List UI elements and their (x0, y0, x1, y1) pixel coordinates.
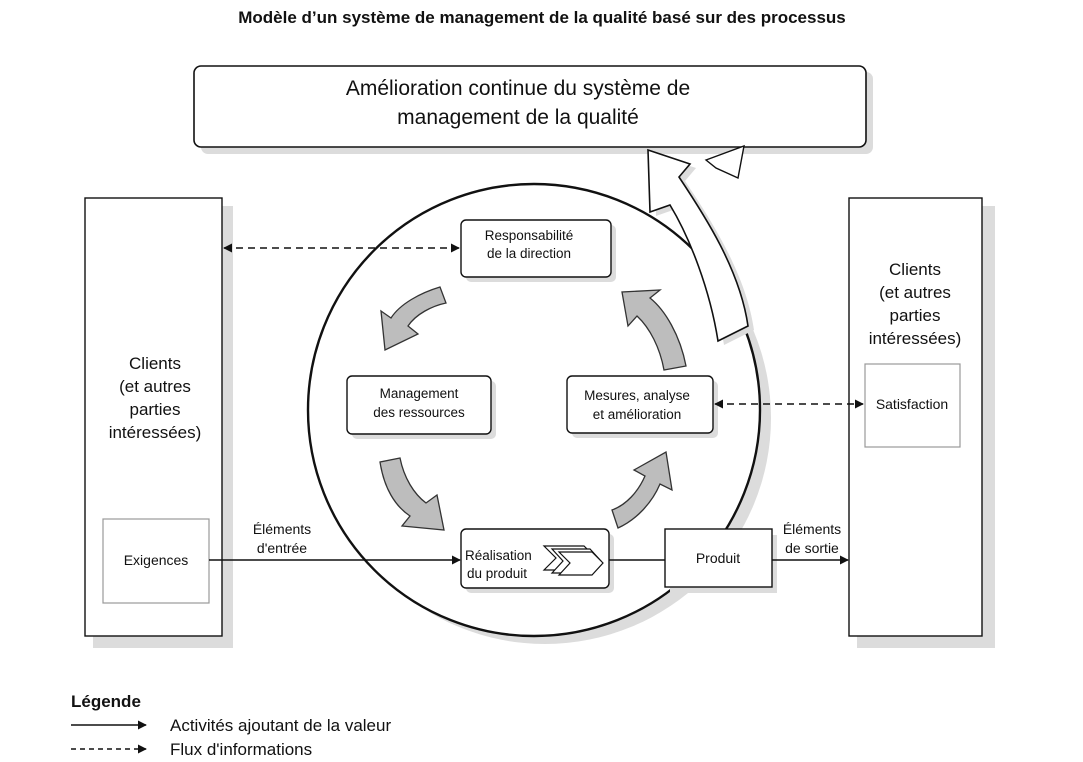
legend-title: Légende (71, 692, 141, 711)
legend: Légende Activités ajoutant de la valeur … (71, 692, 391, 759)
product-box: Produit (664, 528, 777, 593)
improvement-line2: management de la qualité (397, 106, 639, 129)
process-realization: Réalisation du produit (460, 528, 614, 593)
resources-line1: Management (380, 386, 459, 401)
resources-line2: des ressources (373, 405, 465, 420)
product-label: Produit (696, 550, 740, 566)
responsibility-line1: Responsabilité (485, 228, 574, 243)
cycle-arrow-bottom-right (611, 450, 673, 529)
cycle-arrow-bottom-left (379, 457, 445, 531)
left-clients-line1: Clients (129, 354, 181, 373)
chevrons-icon (542, 545, 604, 576)
outputs-line1: Éléments (783, 521, 841, 537)
requirements-box (102, 518, 210, 604)
legend-solid-label: Activités ajoutant de la valeur (170, 716, 391, 735)
cycle-arrow-top-right (621, 289, 687, 371)
responsibility-line2: de la direction (487, 246, 571, 261)
right-clients-line3: parties (889, 306, 940, 325)
measurement-line1: Mesures, analyse (584, 388, 690, 403)
inputs-line1: Éléments (253, 521, 311, 537)
left-clients-line2: (et autres (119, 377, 191, 396)
process-resources: Management des ressources (346, 375, 496, 439)
right-clients-line1: Clients (889, 260, 941, 279)
diagram-title: Modèle d’un système de management de la … (238, 8, 845, 27)
improvement-line1: Amélioration continue du système de (346, 77, 690, 100)
inputs-line2: d'entrée (257, 540, 307, 556)
outputs-line2: de sortie (785, 540, 839, 556)
realization-line2: du produit (467, 566, 527, 581)
cycle-arrow-top-left (380, 286, 447, 351)
requirements-label: Exigences (124, 552, 189, 568)
measurement-line2: et amélioration (593, 407, 682, 422)
improvement-arrow-fold (704, 144, 745, 180)
right-clients-line2: (et autres (879, 283, 951, 302)
process-responsibility: Responsabilité de la direction (460, 219, 616, 282)
realization-line1: Réalisation (465, 548, 532, 563)
left-clients-line3: parties (129, 400, 180, 419)
satisfaction-label: Satisfaction (876, 396, 948, 412)
legend-dashed-label: Flux d'informations (170, 740, 312, 759)
left-clients-line4: intéressées) (109, 423, 202, 442)
process-measurement: Mesures, analyse et amélioration (566, 375, 718, 438)
improvement-arrow (647, 148, 749, 343)
satisfaction-box (864, 363, 961, 448)
right-clients-line4: intéressées) (869, 329, 962, 348)
improvement-box (193, 65, 867, 148)
